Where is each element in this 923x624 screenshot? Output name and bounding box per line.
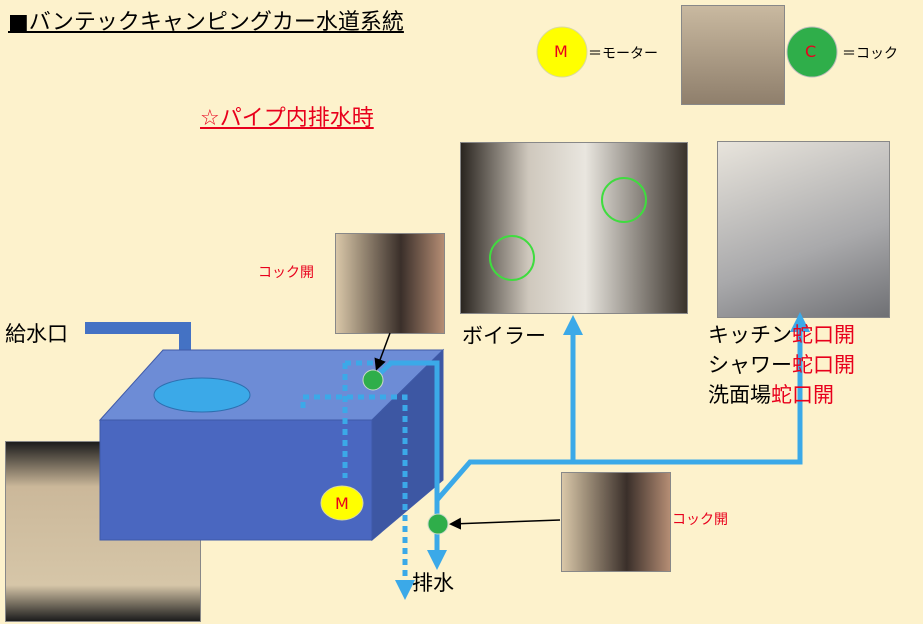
inlet-label: 給水口: [5, 322, 68, 346]
faucet-list: キッチン蛇口開 シャワー蛇口開 洗面場蛇口開: [708, 320, 855, 410]
cock-photo-2: [561, 472, 671, 572]
tank-cock: [362, 369, 384, 391]
cock-open-label-2: コック開: [672, 512, 728, 528]
motor-label: M: [335, 494, 349, 513]
drain-cock: [427, 513, 449, 535]
boiler-photo: [460, 142, 688, 314]
boiler-label: ボイラー: [462, 324, 546, 348]
valve-photo-legend: [681, 5, 785, 105]
drain-pipes: [371, 312, 810, 570]
legend-motor-symbol: M: [554, 42, 568, 61]
pointer-arrow-1: [374, 332, 391, 371]
faucet-state: 蛇口開: [792, 323, 855, 347]
faucet-kitchen: キッチン蛇口開: [708, 320, 855, 350]
boiler-cock-highlight-1: [489, 235, 535, 281]
legend-cock-label: ＝コック: [842, 46, 898, 62]
faucet-place: シャワー: [708, 353, 792, 377]
faucet-state: 蛇口開: [771, 383, 834, 407]
faucet-washroom: 洗面場蛇口開: [708, 380, 855, 410]
subtitle: ☆パイプ内排水時: [200, 106, 374, 131]
drain-label: 排水: [412, 571, 454, 595]
faucet-state: 蛇口開: [792, 353, 855, 377]
pointer-arrow-2: [449, 517, 561, 530]
tank-side: [371, 348, 444, 542]
boiler-cock-highlight-2: [601, 177, 647, 223]
legend-motor-icon: [536, 26, 588, 78]
faucet-photo: [717, 141, 890, 318]
legend-motor-label: ＝モーター: [588, 46, 658, 62]
motor-symbol: [320, 485, 364, 521]
legend-cock-icon: [786, 26, 838, 78]
faucet-place: 洗面場: [708, 383, 771, 407]
tank-front: [99, 419, 373, 541]
tank-opening: [153, 377, 251, 413]
cock-open-label-1: コック開: [258, 265, 314, 281]
legend-cock-symbol: C: [805, 42, 817, 61]
inlet-arrow: [85, 322, 191, 360]
page-title: ■バンテックキャンピングカー水道系統: [8, 10, 404, 35]
faucet-shower: シャワー蛇口開: [708, 350, 855, 380]
faucet-place: キッチン: [708, 323, 792, 347]
